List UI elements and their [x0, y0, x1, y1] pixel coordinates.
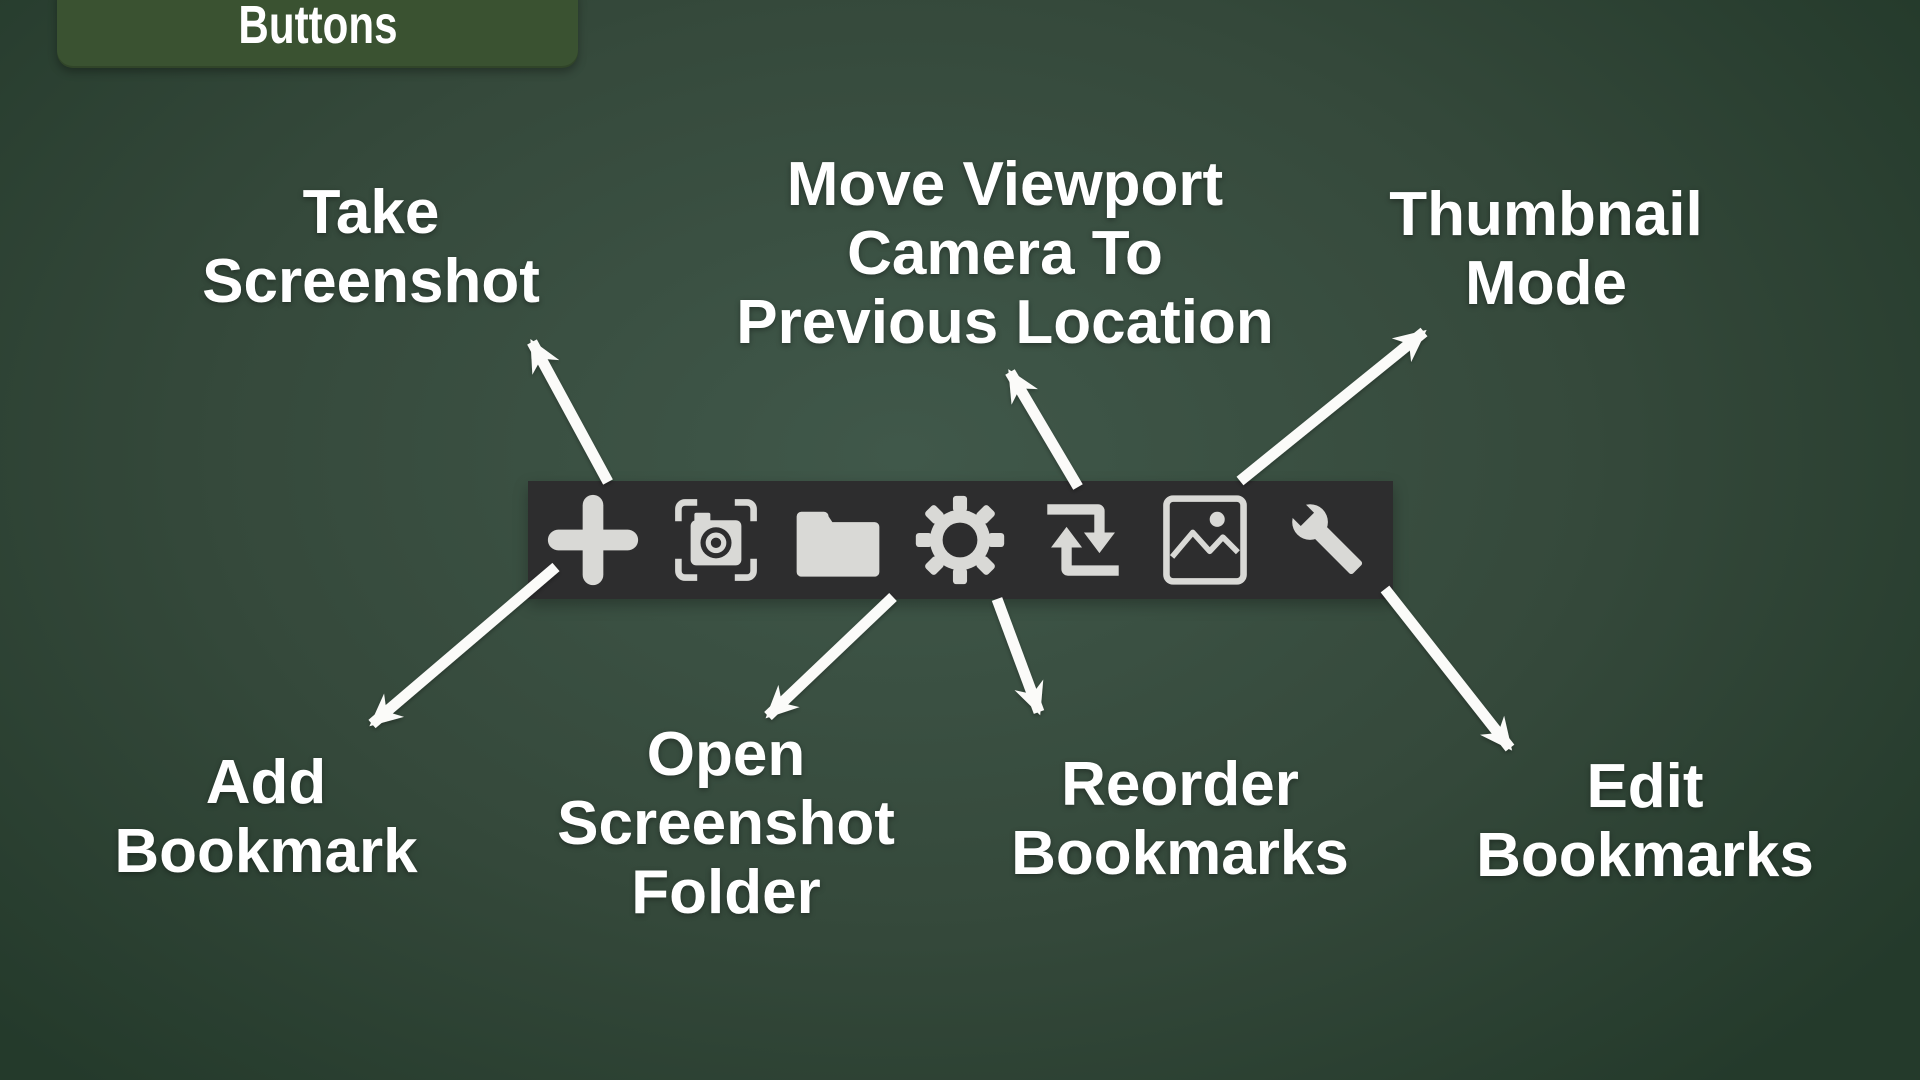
label-line: Screenshot	[557, 789, 895, 858]
edit-bookmarks-button[interactable]	[1272, 486, 1384, 594]
label-line: Bookmarks	[1011, 819, 1349, 888]
label-line: Previous Location	[736, 288, 1274, 357]
label-line: Take	[302, 178, 440, 247]
open-screenshot-folder-button[interactable]	[782, 486, 894, 594]
repeat-icon	[1047, 504, 1119, 576]
label-line: Reorder	[1061, 750, 1299, 819]
arrow-take-screenshot	[527, 339, 613, 485]
arrow-move-viewport	[1005, 369, 1083, 490]
title-badge-label: Buttons	[237, 0, 398, 55]
gear-icon	[916, 495, 1005, 585]
label-line: Camera To	[847, 219, 1163, 288]
label-line: Open	[646, 720, 806, 789]
take-screenshot-button[interactable]	[660, 486, 772, 594]
move-viewport-camera-button[interactable]	[1027, 486, 1139, 594]
label-line: Add	[205, 748, 327, 817]
label-line: Screenshot	[202, 247, 540, 316]
arrow-open-screenshot-folder	[764, 593, 897, 720]
label-line: Bookmark	[114, 817, 418, 886]
thumbnail-mode-button[interactable]	[1149, 486, 1261, 594]
arrow-reorder-bookmarks	[991, 597, 1045, 716]
wrench-icon	[1286, 498, 1362, 575]
label-line: Bookmarks	[1476, 821, 1814, 890]
arrow-edit-bookmarks	[1380, 585, 1515, 752]
label-line: Mode	[1465, 249, 1627, 318]
add-bookmark-button[interactable]	[537, 486, 649, 594]
label-line: Folder	[631, 858, 821, 927]
plus-icon	[548, 494, 639, 586]
title-badge: Buttons	[57, 0, 578, 68]
label-line: Edit	[1586, 752, 1704, 821]
folder-icon	[796, 511, 880, 577]
reorder-bookmarks-button[interactable]	[904, 486, 1016, 594]
image-icon	[1163, 495, 1248, 585]
label-line: Move Viewport	[786, 150, 1224, 219]
bookmarks-toolbar	[528, 481, 1393, 599]
label-line: Thumbnail	[1389, 180, 1703, 249]
camera-icon	[674, 499, 757, 581]
